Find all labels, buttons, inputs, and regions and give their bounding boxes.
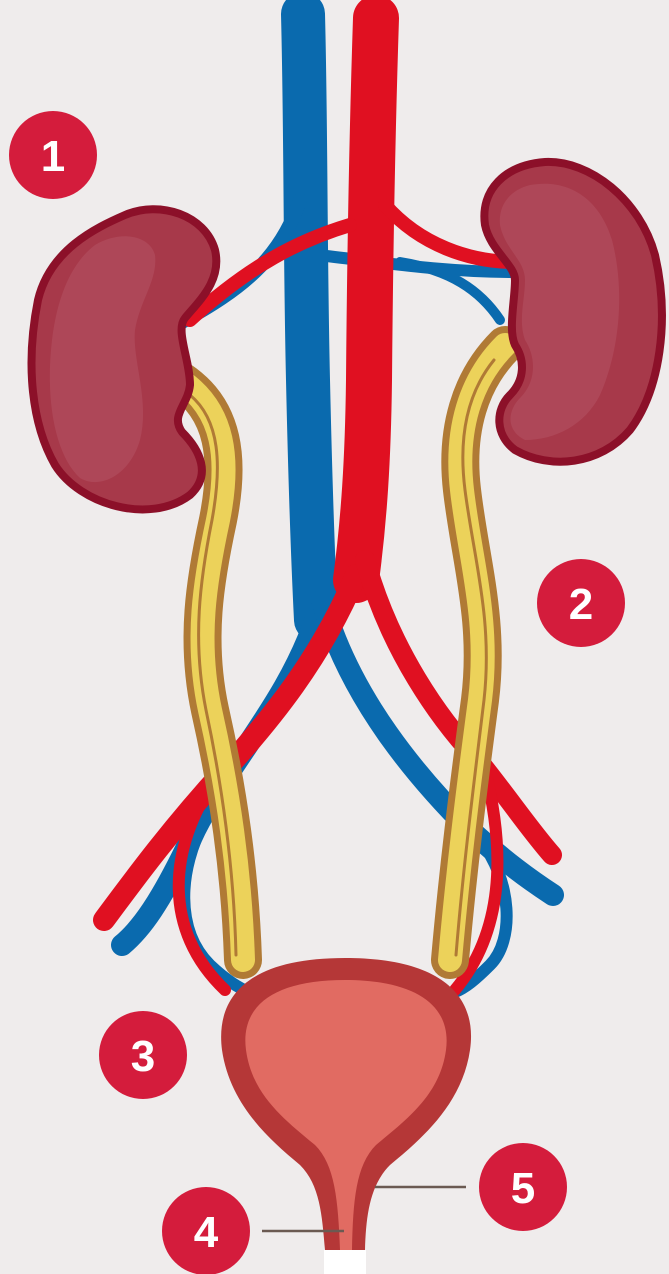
right-iliac-vein [322, 600, 553, 895]
left-kidney [32, 209, 217, 509]
aorta [356, 18, 376, 580]
svg-text:2: 2 [569, 580, 593, 629]
marker-3: 3 [99, 1011, 187, 1099]
right-kidney [484, 162, 662, 462]
svg-text:5: 5 [511, 1164, 535, 1213]
svg-text:4: 4 [194, 1208, 219, 1257]
marker-5: 5 [479, 1143, 567, 1231]
svg-text:1: 1 [41, 132, 65, 181]
svg-text:3: 3 [131, 1032, 155, 1081]
marker-1: 1 [9, 111, 97, 199]
bladder [221, 958, 471, 1274]
vena-cava [303, 14, 316, 620]
marker-4: 4 [162, 1187, 250, 1274]
marker-2: 2 [537, 559, 625, 647]
urethra-opening [324, 1250, 366, 1274]
